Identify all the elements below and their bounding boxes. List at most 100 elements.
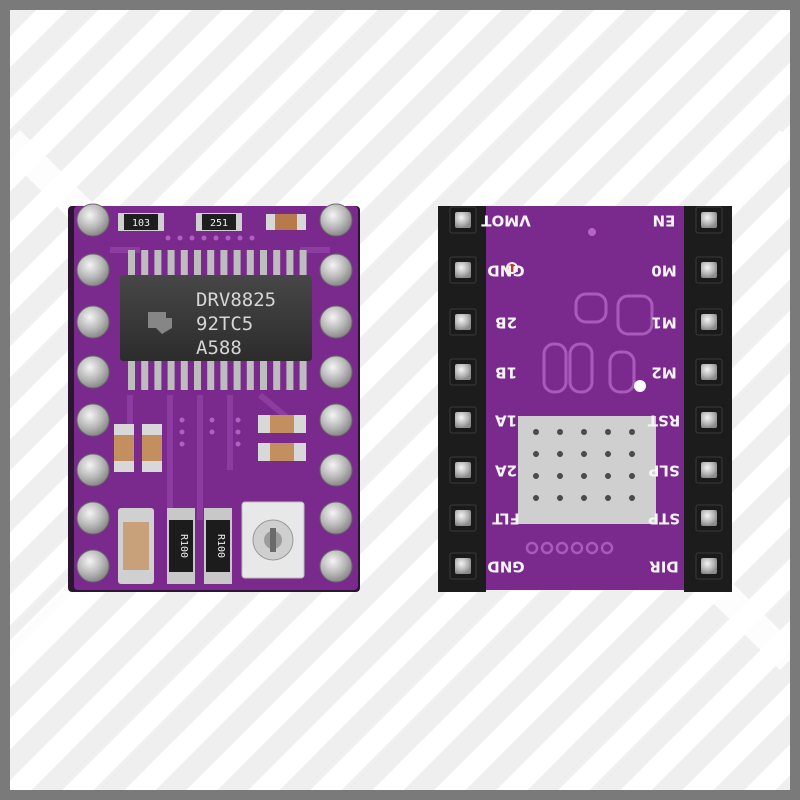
chip-leads-bottom — [128, 360, 307, 390]
capacitor-top — [266, 214, 306, 230]
smd-capacitors-left — [114, 424, 162, 472]
thermal-via — [605, 473, 611, 479]
thermal-via — [629, 429, 635, 435]
small-pad — [585, 541, 599, 555]
thermal-via — [533, 473, 539, 479]
resistor-251: 251 — [196, 213, 242, 231]
stripe — [496, 496, 790, 790]
via — [165, 235, 171, 241]
ti-logo-icon — [148, 312, 172, 334]
chip-lead — [299, 250, 307, 276]
chip-lead — [246, 250, 254, 276]
header-pin — [319, 403, 353, 437]
back-right-label: SLP — [648, 462, 679, 480]
thermal-via — [605, 451, 611, 457]
small-pad — [555, 541, 569, 555]
back-left-label: GND — [487, 558, 524, 576]
header-pin — [319, 355, 353, 389]
via — [179, 417, 185, 423]
stripe — [10, 10, 378, 378]
chip-lead — [154, 250, 162, 276]
header-pin — [76, 203, 110, 237]
chip-lead — [246, 360, 254, 390]
header-pin — [455, 510, 471, 526]
chip-lead — [233, 250, 241, 276]
front-left-pins — [76, 203, 110, 583]
stripe — [10, 10, 790, 790]
via — [209, 417, 215, 423]
back-right-label: RST — [647, 412, 680, 430]
thermal-via — [557, 429, 563, 435]
back-left-label: 1A — [495, 412, 517, 430]
back-right-label: EN — [653, 212, 676, 230]
chip-lead — [141, 360, 149, 390]
resistor-103: 103 — [118, 213, 164, 231]
chip-lead — [207, 250, 215, 276]
stripe — [10, 10, 316, 316]
header-pin — [455, 212, 471, 228]
bottom-pad-row — [525, 541, 614, 555]
electrolytic-capacitor — [118, 508, 154, 584]
chip-lead — [194, 250, 201, 276]
header-pin — [701, 462, 717, 478]
back-right-label: M1 — [651, 314, 676, 332]
current-sense-resistor-2-label: R100 — [215, 534, 226, 558]
thermal-via — [533, 495, 539, 501]
top-via — [588, 228, 596, 236]
chip-text-line-2: 92TC5 — [196, 313, 253, 335]
header-pin — [76, 501, 110, 535]
thermal-via — [557, 473, 563, 479]
header-pin — [76, 355, 110, 389]
back-pad-groups — [542, 292, 654, 394]
back-right-label: STP — [648, 510, 680, 528]
small-pad — [570, 541, 584, 555]
chip-lead — [180, 250, 188, 276]
chip-lead — [286, 250, 294, 276]
chip-text-line-3: A588 — [196, 337, 242, 359]
chip-lead — [299, 360, 307, 390]
chip-lead — [273, 360, 281, 390]
stripe — [10, 10, 254, 254]
chip-lead — [128, 360, 135, 390]
header-pin — [701, 364, 717, 380]
thermal-via — [581, 473, 587, 479]
header-pin — [455, 462, 471, 478]
thermal-via — [629, 451, 635, 457]
via — [179, 441, 185, 447]
header-pin — [76, 549, 110, 583]
small-pad — [540, 541, 554, 555]
stripe — [434, 434, 790, 790]
chip-lead — [260, 360, 267, 390]
thermal-via — [581, 495, 587, 501]
header-pin — [701, 510, 717, 526]
via — [235, 429, 241, 435]
stripe — [372, 372, 790, 790]
thermal-via — [605, 495, 611, 501]
header-pin — [701, 314, 717, 330]
header-pin — [319, 253, 353, 287]
chip-lead — [286, 360, 294, 390]
back-right-label: M0 — [651, 262, 676, 280]
back-left-label: GND — [487, 262, 524, 280]
small-pad — [600, 541, 614, 555]
header-pin — [319, 305, 353, 339]
chip-lead — [141, 250, 149, 276]
trimmer-potentiometer — [241, 501, 305, 579]
red-via — [506, 262, 518, 274]
chip-lead — [154, 360, 162, 390]
header-pin — [701, 412, 717, 428]
back-left-label: 2B — [495, 314, 517, 332]
stripe — [620, 620, 790, 790]
thermal-via — [557, 451, 563, 457]
resistor-103-label: 103 — [132, 218, 150, 229]
back-right-label: DIR — [649, 558, 679, 576]
chip-lead — [220, 360, 228, 390]
via — [189, 235, 195, 241]
chip-lead — [128, 250, 135, 276]
thermal-via — [533, 451, 539, 457]
header-pin — [319, 203, 353, 237]
header-pin — [319, 549, 353, 583]
current-sense-resistor-1: R100 — [167, 508, 195, 584]
